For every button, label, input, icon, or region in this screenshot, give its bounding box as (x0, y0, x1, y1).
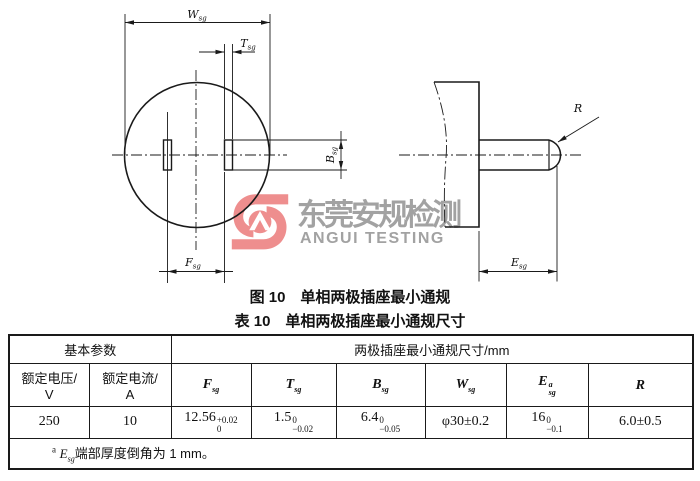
footnote: a Esg端部厚度倒角为 1 mm。 (8, 437, 694, 470)
gauge-technical-drawing: Wsg Tsg Bsg Fsg (112, 8, 600, 283)
left-slot (162, 139, 173, 171)
watermark-english-text: ANGUI TESTING (300, 230, 445, 247)
footnote-symbol: Esg (59, 445, 75, 464)
figure-caption: 图 10 单相两极插座最小通规 (249, 289, 451, 306)
header-symbol-b: Bsg (335, 362, 426, 407)
cell-voltage: 250 (8, 405, 90, 439)
dimension-e: Esg (478, 166, 558, 282)
table-footnote-row: a Esg端部厚度倒角为 1 mm。 (8, 437, 694, 470)
header-symbol-t: Tsg (250, 362, 337, 407)
label-b: Bsg (324, 146, 339, 164)
break-line (433, 81, 447, 228)
cell-w-value: φ30±0.2 (424, 405, 507, 439)
label-f: Fsg (184, 256, 201, 271)
label-e: Esg (510, 256, 528, 271)
table-group-header-row: 基本参数 两极插座最小通规尺寸/mm (8, 334, 694, 364)
spec-table: 基本参数 两极插座最小通规尺寸/mm 额定电压/ V 额定电流/ A Fsg T… (8, 334, 695, 470)
dimension-b: Bsg (232, 131, 347, 179)
header-symbol-f: Fsg (170, 362, 252, 407)
right-slot (223, 139, 234, 171)
label-t: Tsg (240, 37, 256, 52)
header-symbol-w: Wsg (424, 362, 507, 407)
dimension-r: R (557, 102, 600, 143)
header-rated-current: 额定电流/ A (88, 362, 172, 407)
angui-logo-icon (231, 194, 289, 250)
label-r: R (573, 102, 582, 115)
dimension-w: Wsg (124, 8, 271, 155)
company-watermark: 东莞安规检测 ANGUI TESTING (230, 190, 495, 260)
front-view: Wsg Tsg Bsg Fsg (112, 8, 347, 283)
watermark-chinese-text: 东莞安规检测 (297, 199, 462, 232)
cell-current: 10 (88, 405, 172, 439)
footnote-marker: a (52, 444, 56, 455)
gauge-plate (434, 81, 480, 228)
header-rated-voltage: 额定电压/ V (8, 362, 90, 407)
header-basic-params: 基本参数 (8, 334, 172, 364)
header-gauge-dims: 两极插座最小通规尺寸/mm (170, 334, 694, 364)
side-view: R Esg (399, 81, 600, 282)
table-caption: 表 10 单相两极插座最小通规尺寸 (234, 313, 466, 330)
gauge-pin (479, 139, 562, 171)
dimension-t: Tsg (199, 37, 256, 139)
cell-r-value: 6.0±0.5 (587, 405, 694, 439)
gauge-disc (123, 81, 271, 229)
label-w: Wsg (187, 8, 207, 23)
dimension-f: Fsg (159, 256, 233, 274)
header-symbol-r: R (587, 362, 694, 407)
